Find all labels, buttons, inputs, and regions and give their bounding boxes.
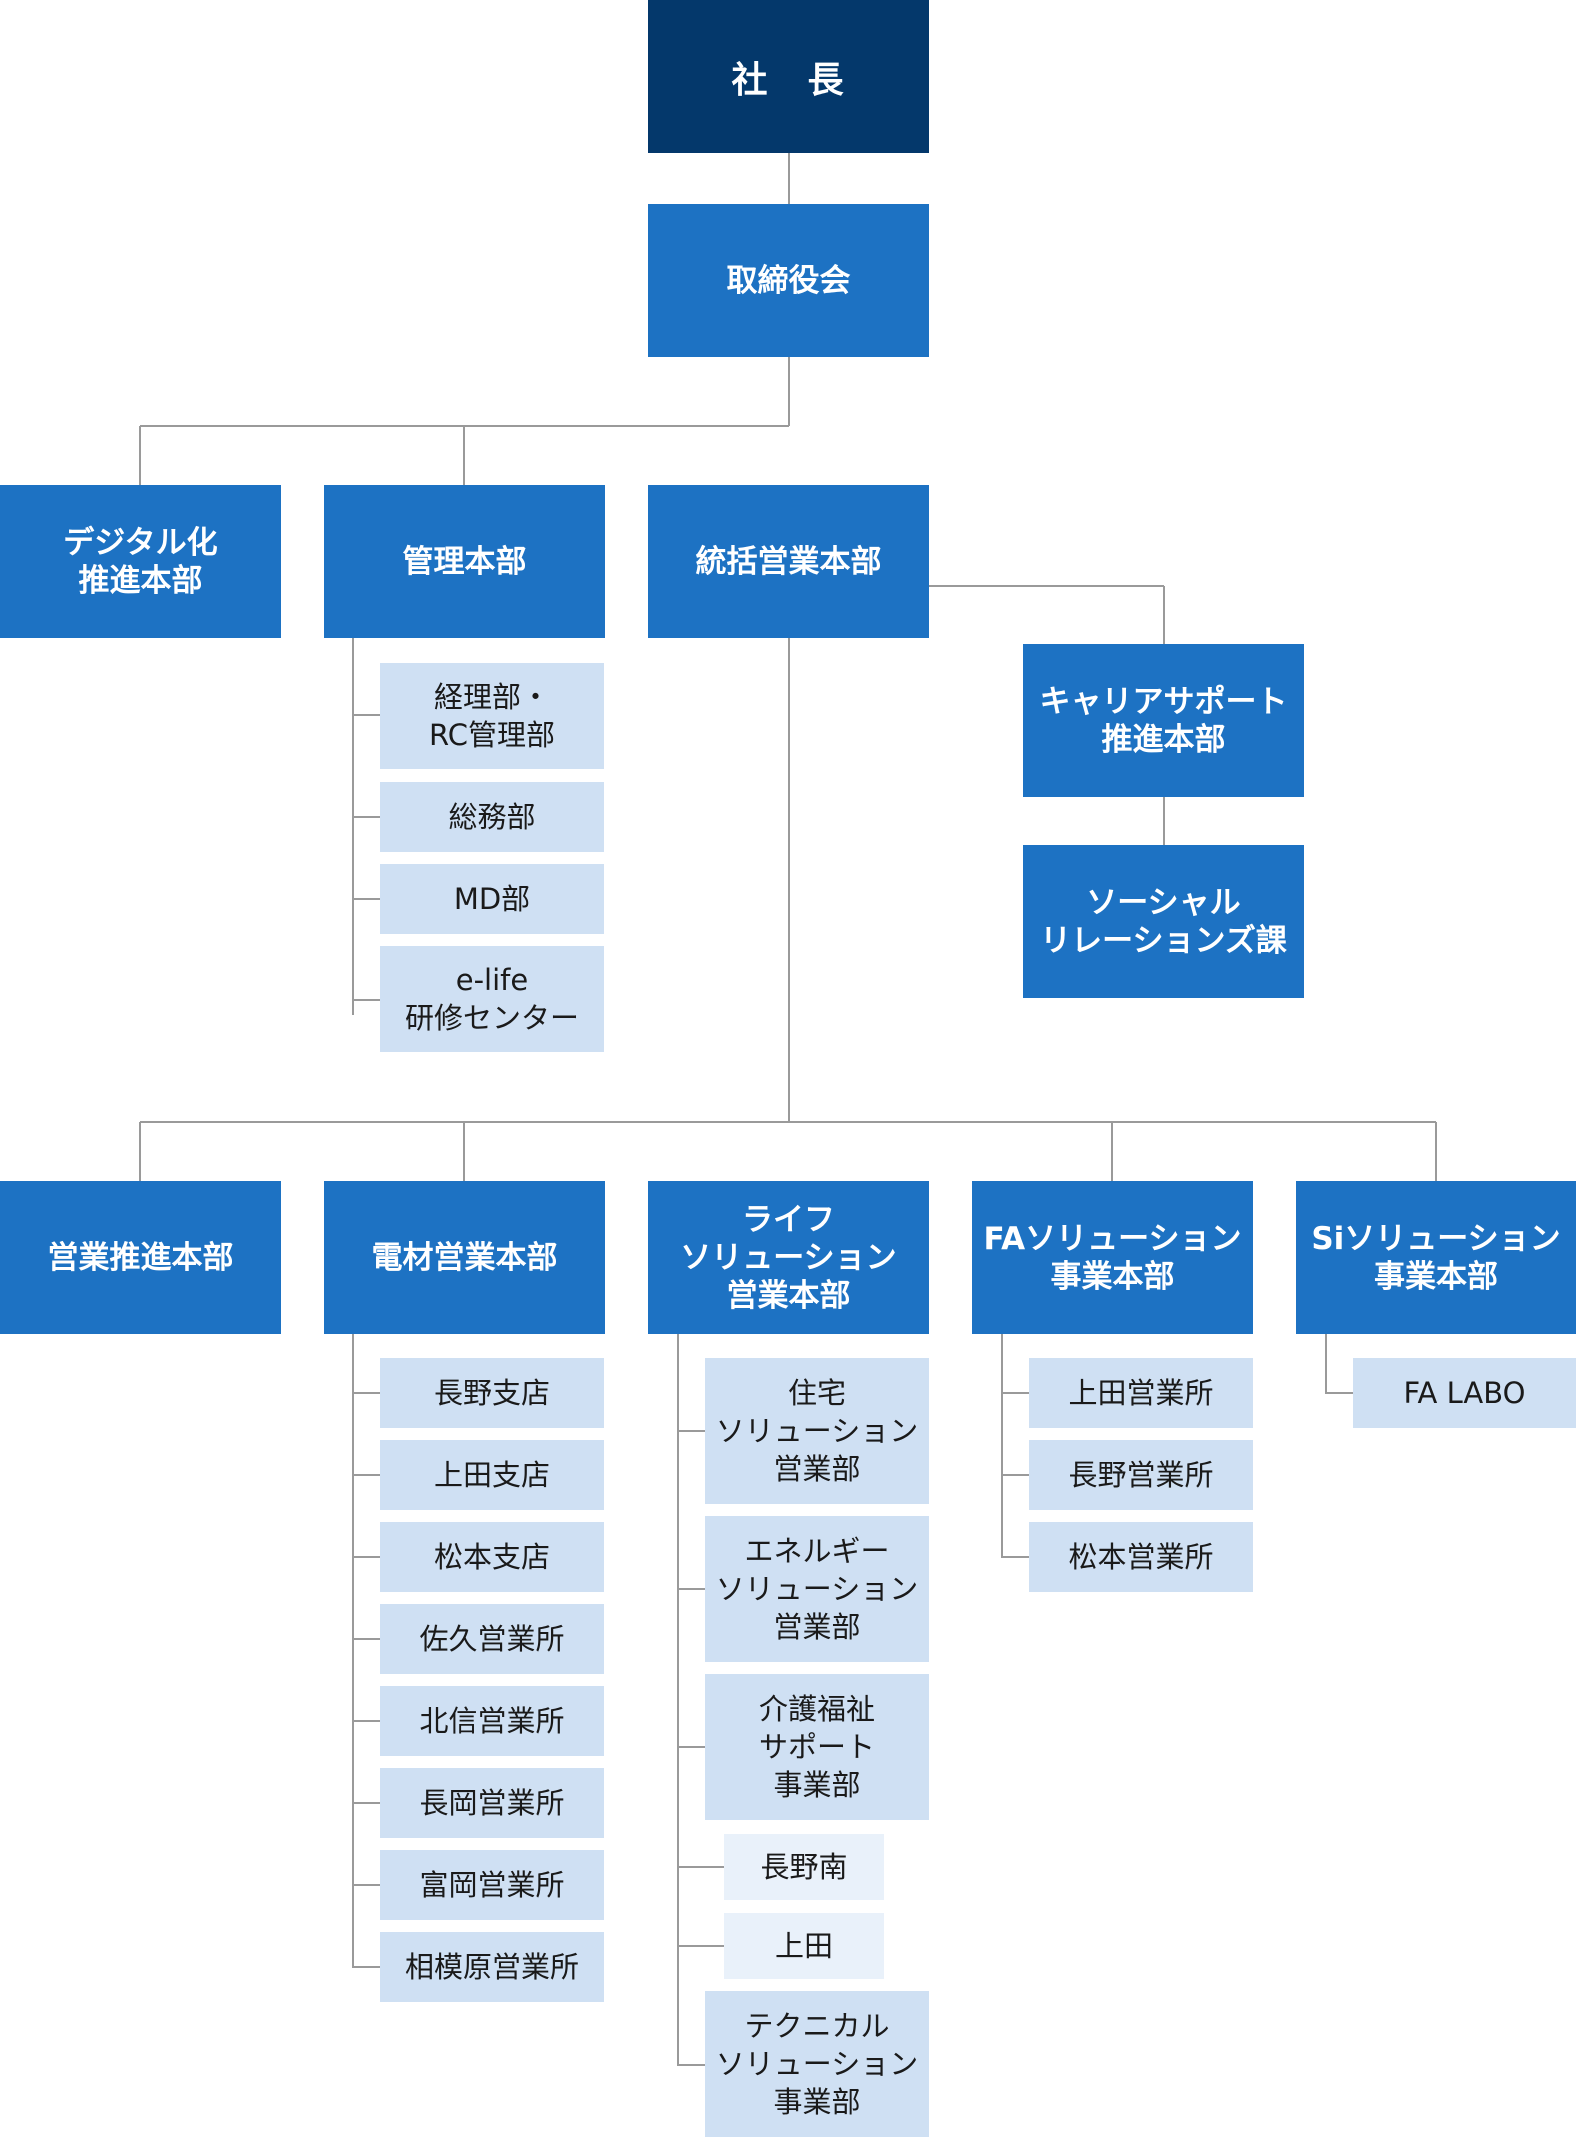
electric-unit-matsumoto: 松本支店 xyxy=(380,1522,604,1592)
electric-unit-sagamihara: 相模原営業所 xyxy=(380,1932,604,2002)
life-unit-ueda: 上田 xyxy=(724,1913,884,1979)
general-sales-division-box: 統括営業本部 xyxy=(648,485,929,638)
admin-unit-general-affairs: 総務部 xyxy=(380,782,604,852)
fa-solution-division-box: FAソリューション 事業本部 xyxy=(972,1181,1253,1334)
electric-unit-nagaoka: 長岡営業所 xyxy=(380,1768,604,1838)
admin-unit-accounting: 経理部・ RC管理部 xyxy=(380,663,604,769)
fa-unit-ueda: 上田営業所 xyxy=(1029,1358,1253,1428)
president-box: 社 長 xyxy=(648,0,929,153)
si-solution-division-box: Siソリューション 事業本部 xyxy=(1296,1181,1576,1334)
admin-unit-training-center: e-life 研修センター xyxy=(380,946,604,1052)
si-unit-fa-labo: FA LABO xyxy=(1353,1358,1576,1428)
electric-unit-ueda: 上田支店 xyxy=(380,1440,604,1510)
digital-division-box: デジタル化 推進本部 xyxy=(0,485,281,638)
board-box: 取締役会 xyxy=(648,204,929,357)
electric-unit-tomioka: 富岡営業所 xyxy=(380,1850,604,1920)
electric-unit-hokushin: 北信営業所 xyxy=(380,1686,604,1756)
admin-division-box: 管理本部 xyxy=(324,485,605,638)
admin-unit-md: MD部 xyxy=(380,864,604,934)
life-unit-technical: テクニカル ソリューション 事業部 xyxy=(705,1991,929,2137)
sales-promotion-division-box: 営業推進本部 xyxy=(0,1181,281,1334)
career-support-box: キャリアサポート 推進本部 xyxy=(1023,644,1304,797)
fa-unit-matsumoto: 松本営業所 xyxy=(1029,1522,1253,1592)
fa-unit-nagano: 長野営業所 xyxy=(1029,1440,1253,1510)
electric-unit-nagano: 長野支店 xyxy=(380,1358,604,1428)
life-solution-division-box: ライフ ソリューション 営業本部 xyxy=(648,1181,929,1334)
life-unit-housing: 住宅 ソリューション 営業部 xyxy=(705,1358,929,1504)
electric-unit-saku: 佐久営業所 xyxy=(380,1604,604,1674)
life-unit-nagano-south: 長野南 xyxy=(724,1834,884,1900)
life-unit-care: 介護福祉 サポート 事業部 xyxy=(705,1674,929,1820)
life-unit-energy: エネルギー ソリューション 営業部 xyxy=(705,1516,929,1662)
electric-sales-division-box: 電材営業本部 xyxy=(324,1181,605,1334)
social-relations-box: ソーシャル リレーションズ課 xyxy=(1023,845,1304,998)
